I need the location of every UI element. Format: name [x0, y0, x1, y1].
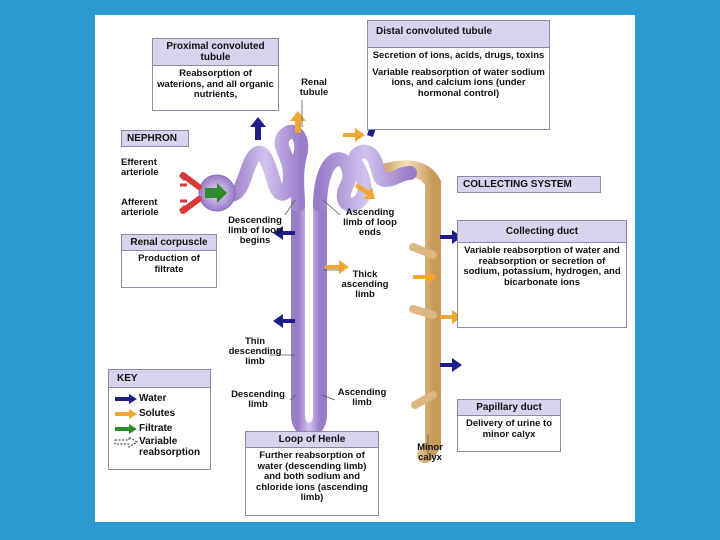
collecting-duct-box: Collecting duct Variable reabsorption of…: [457, 220, 627, 328]
solute-arrow-dct-2: [355, 183, 375, 199]
leader-desc-begins: [284, 199, 296, 216]
loop-of-henle-box: Loop of Henle Further reabsorption of wa…: [245, 431, 379, 516]
key-title: KEY: [109, 370, 210, 388]
filtrate-key-arrow-icon: [115, 423, 137, 434]
key-box: KEY Water Solutes Filtrate Variable reab…: [108, 369, 211, 470]
water-key-arrow-icon: [115, 393, 137, 404]
descending-limb-label: Descending limb: [231, 389, 285, 410]
key-variable-label: Variable reabsorption: [139, 436, 201, 458]
distal-tubule-shape: [313, 144, 417, 212]
key-row-variable: Variable reabsorption: [113, 436, 208, 462]
collecting-duct-body: Variable reabsorption of water and reabs…: [463, 245, 621, 288]
pct-body: Reabsorption of waterions, and all organ…: [157, 68, 274, 100]
solutes-key-arrow-icon: [115, 408, 137, 419]
dct-title: Distal convoluted tubule: [368, 21, 549, 48]
afferent-arteriole-label: Afferent arteriole: [121, 197, 159, 218]
water-arrow-pct: [250, 117, 266, 140]
ascending-limb-ends-label: Ascending limb of loop ends: [343, 207, 397, 238]
loop-of-henle-shape: [291, 198, 327, 437]
collecting-branch-2: [409, 305, 437, 319]
collecting-duct-shape: [372, 160, 441, 463]
water-arrow-desc-upper: [273, 226, 295, 240]
dct-box: Distal convoluted tubule Secretion of io…: [367, 20, 550, 130]
nephron-illustration: [178, 100, 462, 463]
papillary-duct-title: Papillary duct: [458, 400, 560, 416]
renal-corpuscle-body: Production of filtrate: [138, 253, 200, 275]
leader-asc-ends: [322, 199, 341, 216]
solute-arrow-cd-1: [413, 270, 437, 284]
arteriole-tuft: [178, 173, 187, 213]
collecting-system-tag: COLLECTING SYSTEM: [457, 176, 601, 193]
dct-body-reabsorption: Variable reabsorption of water sodium io…: [372, 66, 545, 99]
minor-calyx-label: Minor calyx: [417, 442, 443, 463]
water-arrow-desc-lower: [273, 314, 295, 328]
renal-corpuscle-title: Renal corpuscle: [122, 235, 216, 251]
water-arrow-cd-1: [440, 230, 462, 244]
thin-descending-limb-label: Thin descending limb: [228, 336, 282, 367]
afferent-arteriole-shape: [180, 196, 202, 214]
efferent-arteriole-shape: [180, 172, 202, 190]
renal-tubule-label: Renal tubule: [299, 77, 329, 98]
pct-box: Proximal convoluted tubule Reabsorption …: [152, 38, 279, 111]
collecting-branch-1: [409, 243, 437, 259]
ascending-limb-label: Ascending limb: [337, 387, 387, 408]
nephron-tag: NEPHRON: [121, 130, 189, 147]
leader-desc: [289, 394, 297, 401]
collecting-branch-3: [411, 391, 437, 409]
leader-asc: [321, 394, 336, 401]
loop-of-henle-body: Further reabsorption of water (descendin…: [256, 450, 368, 503]
filtrate-arrow: [205, 183, 227, 203]
loop-of-henle-title: Loop of Henle: [246, 432, 378, 448]
papillary-duct-box: Papillary duct Delivery of urine to mino…: [457, 399, 561, 452]
papillary-duct-body: Delivery of urine to minor calyx: [465, 418, 553, 440]
collecting-duct-title: Collecting duct: [458, 221, 626, 243]
key-filtrate-label: Filtrate: [139, 422, 173, 434]
efferent-arteriole-label: Efferent arteriole: [121, 157, 159, 178]
dct-body-secretion: Secretion of ions, acids, drugs, toxins: [372, 50, 545, 61]
solute-arrow-cd-2: [440, 310, 462, 324]
proximal-tubule-shape: [223, 124, 309, 212]
key-row-solutes: Solutes: [113, 406, 208, 421]
pct-title: Proximal convoluted tubule: [153, 39, 278, 66]
solute-arrow-thick-1: [325, 260, 349, 274]
solute-arrow-dct-1: [343, 128, 365, 142]
variable-key-arrow-icon: [114, 436, 138, 448]
key-row-filtrate: Filtrate: [113, 421, 208, 436]
renal-corpuscle-box: Renal corpuscle Production of filtrate: [121, 234, 217, 288]
key-solutes-label: Solutes: [139, 407, 176, 419]
thick-ascending-limb-label: Thick ascending limb: [341, 269, 389, 300]
key-row-water: Water: [113, 391, 208, 406]
key-water-label: Water: [139, 392, 167, 404]
diagram-panel: Proximal convoluted tubule Reabsorption …: [95, 15, 635, 522]
water-arrow-cd-2: [440, 358, 462, 372]
descending-limb-begins-label: Descending limb of loop begins: [228, 215, 282, 246]
